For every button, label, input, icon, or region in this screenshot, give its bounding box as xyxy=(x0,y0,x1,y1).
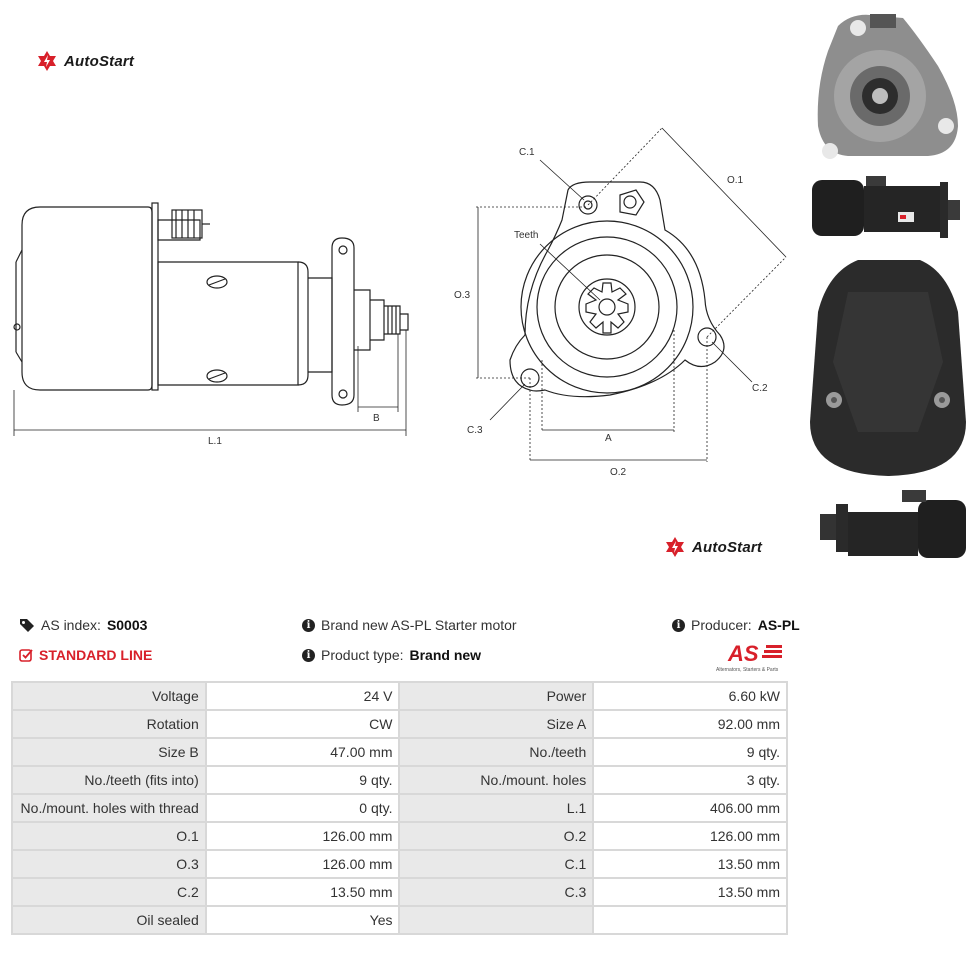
description-row: i Brand new AS-PL Starter motor xyxy=(302,617,517,633)
dim-label-c3: C.3 xyxy=(467,425,483,436)
as-pl-logo-caption: Alternators, Starters & Parts xyxy=(716,667,779,673)
spec-label: Voltage xyxy=(11,681,207,711)
spec-value: 24 V xyxy=(204,681,401,711)
as-index-value: S0003 xyxy=(106,617,148,633)
dim-label-teeth: Teeth xyxy=(514,230,538,241)
spec-value: 406.00 mm xyxy=(592,793,788,823)
spec-label: No./teeth xyxy=(398,737,595,767)
standard-line-row: STANDARD LINE xyxy=(19,647,152,663)
info-icon: i xyxy=(302,618,315,632)
spec-label: Rotation xyxy=(11,709,207,739)
spec-value: 126.00 mm xyxy=(204,849,401,879)
spec-value: 6.60 kW xyxy=(592,681,788,711)
spec-row: No./teeth (fits into)9 qty.No./mount. ho… xyxy=(11,765,788,795)
producer-row: i Producer: AS-PL xyxy=(672,617,800,633)
check-square-icon xyxy=(19,649,33,662)
spec-value: 9 qty. xyxy=(592,737,788,767)
dim-label-a: A xyxy=(605,433,612,444)
dim-label-o3: O.3 xyxy=(454,290,471,301)
spec-value: 13.50 mm xyxy=(204,877,401,907)
spec-value: 3 qty. xyxy=(592,765,788,795)
spec-value: 9 qty. xyxy=(204,765,401,795)
spec-value: 0 qty. xyxy=(204,793,401,823)
spec-label: No./mount. holes with thread xyxy=(11,793,207,823)
spec-label: O.2 xyxy=(398,821,595,851)
spec-label: O.3 xyxy=(11,849,207,879)
product-photo-rear[interactable] xyxy=(808,252,968,480)
spec-label: L.1 xyxy=(398,793,595,823)
spec-label: No./mount. holes xyxy=(398,765,595,795)
description-text: Brand new AS-PL Starter motor xyxy=(321,617,517,633)
spec-value: 126.00 mm xyxy=(592,821,788,851)
spec-label: Power xyxy=(398,681,595,711)
spec-label: C.3 xyxy=(398,877,595,907)
spec-label: O.1 xyxy=(11,821,207,851)
spec-label: C.2 xyxy=(11,877,207,907)
as-pl-logo-text: AS xyxy=(727,641,759,666)
dim-label-c1: C.1 xyxy=(519,147,535,158)
producer-value: AS-PL xyxy=(757,617,800,633)
as-index-row: AS index: S0003 xyxy=(19,617,147,633)
as-pl-logo: AS Alternators, Starters & Parts xyxy=(716,641,782,673)
standard-line-label: STANDARD LINE xyxy=(39,647,153,663)
spec-label: Oil sealed xyxy=(11,905,207,935)
autostart-logo-bottom: AutoStart xyxy=(664,536,762,558)
spec-label: C.1 xyxy=(398,849,595,879)
spec-value: 126.00 mm xyxy=(204,821,401,851)
spec-value xyxy=(592,905,788,935)
autostart-logo-bottom-text: AutoStart xyxy=(692,538,763,556)
autostart-logo-bottom-icon xyxy=(666,537,684,557)
producer-label: Producer: xyxy=(691,617,752,633)
spec-value: 13.50 mm xyxy=(592,849,788,879)
dim-label-c2: C.2 xyxy=(752,383,768,394)
as-index-label: AS index: xyxy=(41,617,101,633)
autostart-logo: AutoStart xyxy=(36,50,134,72)
spec-label xyxy=(398,905,595,935)
product-type-row: i Product type: Brand new xyxy=(302,647,481,663)
spec-label: Size B xyxy=(11,737,207,767)
spec-value: Yes xyxy=(204,905,401,935)
product-photo-side[interactable] xyxy=(808,172,968,244)
product-type-label: Product type: xyxy=(321,647,404,663)
spec-label: Size A xyxy=(398,709,595,739)
info-icon: i xyxy=(302,648,315,662)
dim-label-l1: L.1 xyxy=(208,436,222,447)
product-type-value: Brand new xyxy=(409,647,482,663)
spec-value: 13.50 mm xyxy=(592,877,788,907)
spec-value: CW xyxy=(204,709,401,739)
dim-label-o1: O.1 xyxy=(727,175,744,186)
product-photo-front[interactable] xyxy=(808,6,968,166)
spec-label: No./teeth (fits into) xyxy=(11,765,207,795)
spec-value: 47.00 mm xyxy=(204,737,401,767)
product-photo-angle[interactable] xyxy=(808,486,968,564)
dim-label-b: B xyxy=(373,413,380,424)
autostart-logo-icon xyxy=(38,51,56,71)
tags-icon xyxy=(20,619,34,632)
technical-drawing: B L.1 C.1 Teeth O.1 xyxy=(13,127,787,478)
autostart-logo-text: AutoStart xyxy=(64,52,135,70)
dim-label-o2: O.2 xyxy=(610,467,627,478)
info-icon: i xyxy=(672,618,685,632)
spec-value: 92.00 mm xyxy=(592,709,788,739)
